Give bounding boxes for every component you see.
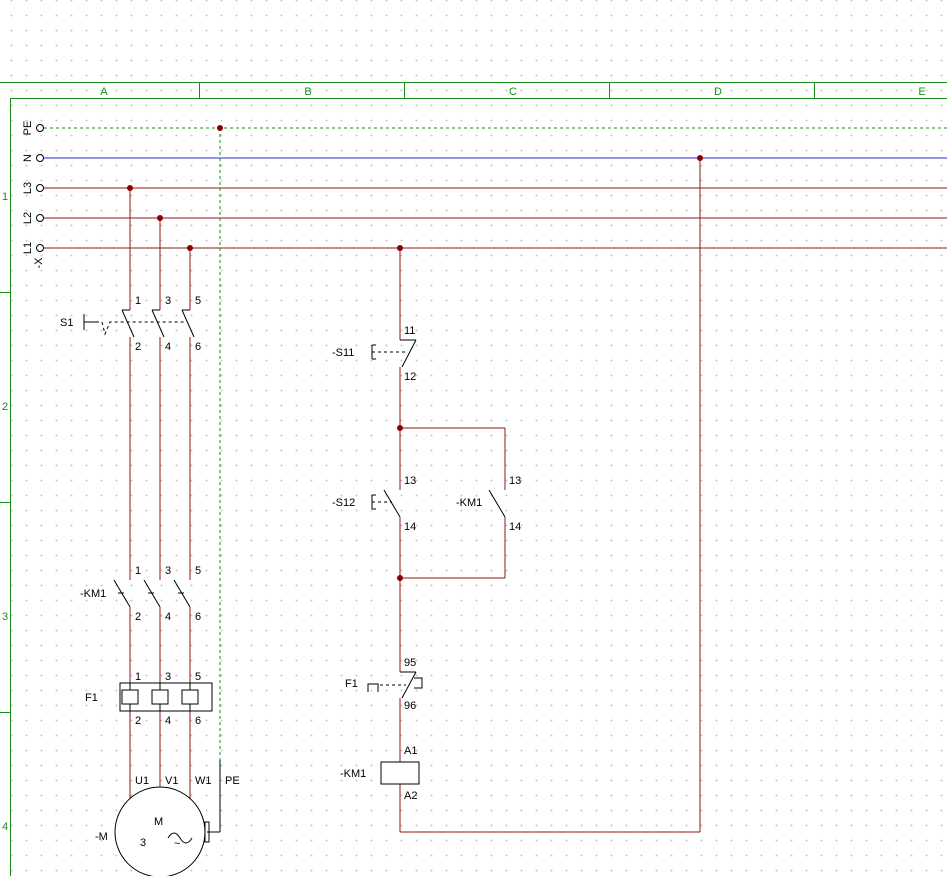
coil-terminal-a2: A2 [404, 790, 417, 802]
motor-name: M [154, 816, 163, 828]
motor-terminal-pe: PE [225, 775, 240, 787]
km1-terminal-4: 4 [165, 611, 171, 623]
junction-dot [187, 245, 193, 251]
rail-label-pe: PE [22, 121, 34, 136]
switch-s1-label: S1 [60, 317, 73, 329]
km1-terminal-6: 6 [195, 611, 201, 623]
hold-contact-terminal-bottom: 14 [509, 521, 521, 533]
overload-relay-f1[interactable] [120, 683, 212, 711]
column-label-a: A [100, 86, 108, 98]
terminal-strip-label: -X [33, 257, 45, 269]
s1-terminal-5: 5 [195, 295, 201, 307]
s12-terminal-bottom: 14 [404, 521, 416, 533]
f1-contact-terminal-95: 95 [404, 657, 416, 669]
overload-contact-label: F1 [345, 678, 358, 690]
terminal-l2 [37, 215, 44, 222]
column-label-d: D [714, 86, 722, 98]
column-label-e: E [918, 86, 925, 98]
hold-contact-terminal-top: 13 [509, 475, 521, 487]
km1-terminal-3: 3 [165, 565, 171, 577]
km1-terminal-2: 2 [135, 611, 141, 623]
overload-f1-contact[interactable] [368, 672, 422, 698]
f1-terminal-5: 5 [195, 671, 201, 683]
f1-terminal-1: 1 [135, 671, 141, 683]
junction-dot [157, 215, 163, 221]
start-button-label: -S12 [332, 497, 355, 509]
column-label-b: B [304, 86, 311, 98]
motor-ac-symbol: ~ [174, 838, 180, 850]
junction-dot [127, 185, 133, 191]
junction-dot [397, 575, 403, 581]
s12-terminal-top: 13 [404, 475, 416, 487]
contactor-km1-label: -KM1 [80, 588, 106, 600]
rail-label-l1: L1 [22, 242, 34, 254]
s1-terminal-6: 6 [195, 341, 201, 353]
terminal-l1 [37, 245, 44, 252]
motor-phase-count: 3 [140, 837, 146, 849]
s1-terminal-4: 4 [165, 341, 171, 353]
coil-label: -KM1 [340, 768, 366, 780]
motor-terminal-v1: V1 [165, 775, 178, 787]
contactor-km1-hold-contact[interactable] [489, 490, 505, 517]
power-wires [130, 188, 700, 832]
row-label-1: 1 [2, 191, 8, 203]
junctions [127, 125, 703, 581]
terminal-pe [37, 125, 44, 132]
km1-terminal-1: 1 [135, 565, 141, 577]
coil-terminal-a1: A1 [404, 745, 417, 757]
rail-label-n: N [22, 154, 34, 162]
f1-terminal-3: 3 [165, 671, 171, 683]
overload-f1-label: F1 [85, 692, 98, 704]
f1-contact-terminal-96: 96 [404, 700, 416, 712]
row-label-3: 3 [2, 611, 8, 623]
s11-terminal-bottom: 12 [404, 371, 416, 383]
s1-terminal-1: 1 [135, 295, 141, 307]
s1-terminal-3: 3 [165, 295, 171, 307]
stop-button-label: -S11 [332, 347, 354, 359]
contactor-km1-main-contacts[interactable] [114, 580, 190, 607]
start-button-s12[interactable] [372, 490, 400, 517]
terminal-l3 [37, 185, 44, 192]
rail-label-l2: L2 [22, 212, 34, 224]
motor-terminal-u1: U1 [135, 775, 149, 787]
hold-contact-label: -KM1 [456, 497, 482, 509]
row-label-4: 4 [2, 821, 8, 833]
row-label-2: 2 [2, 401, 8, 413]
rail-label-l3: L3 [22, 182, 34, 194]
f1-terminal-4: 4 [165, 715, 171, 727]
terminal-n [37, 155, 44, 162]
s1-terminal-2: 2 [135, 341, 141, 353]
motor-label: -M [95, 831, 108, 843]
f1-terminal-2: 2 [135, 715, 141, 727]
stop-button-s11[interactable] [372, 340, 416, 367]
motor-terminal-w1: W1 [195, 775, 212, 787]
column-label-c: C [509, 86, 517, 98]
s11-terminal-top: 11 [404, 325, 415, 337]
junction-dot [217, 125, 223, 131]
junction-dot [397, 245, 403, 251]
junction-dot [697, 155, 703, 161]
junction-dot [397, 425, 403, 431]
supply-rails [37, 125, 947, 252]
f1-terminal-6: 6 [195, 715, 201, 727]
km1-terminal-5: 5 [195, 565, 201, 577]
contactor-km1-coil[interactable] [381, 762, 419, 784]
main-switch-s1[interactable] [84, 310, 194, 337]
drawing-frame [0, 82, 947, 876]
